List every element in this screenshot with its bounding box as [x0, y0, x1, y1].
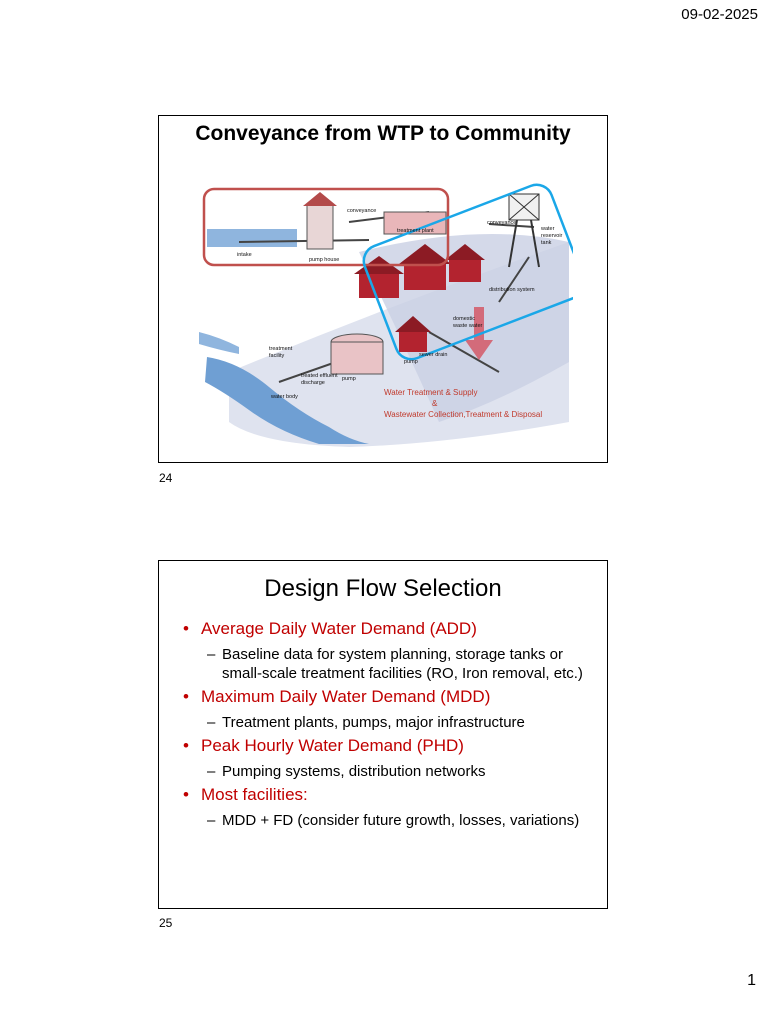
label-water-body: water body	[270, 394, 298, 400]
label-facility: facility	[269, 353, 285, 359]
label-intake: intake	[237, 252, 252, 258]
bullet-dot-icon: •	[183, 785, 189, 804]
bullet-heading: Most facilities:	[201, 785, 308, 804]
dash-icon: –	[207, 646, 216, 663]
water-body-shape	[205, 357, 369, 444]
slide-number-24: 24	[159, 471, 173, 485]
dash-icon: –	[207, 714, 216, 731]
label-waste-water: waste water	[452, 323, 483, 329]
slide-title: Conveyance from WTP to Community	[195, 122, 571, 145]
label-treatment: treatment	[269, 346, 293, 352]
bullet-heading: Maximum Daily Water Demand (MDD)	[201, 687, 491, 706]
list-item: • Most facilities: –MDD + FD (consider fu…	[183, 785, 587, 830]
label-conveyance-top: conveyance	[347, 208, 376, 214]
water-tower-leg-2	[530, 219, 540, 268]
document-date: 09-02-2025	[681, 6, 758, 23]
label-conveyance-right: conveyance	[487, 220, 516, 226]
conveyance-highlight-red	[202, 187, 450, 267]
bullet-heading: Average Daily Water Demand (ADD)	[201, 619, 477, 638]
label-distribution-system: distribution system	[489, 287, 535, 293]
label-discharge: discharge	[301, 380, 325, 386]
label-reservoir: reservoir	[541, 233, 563, 239]
bullet-sub: Baseline data for system planning, stora…	[222, 646, 583, 682]
pipe-sewer	[428, 331, 500, 373]
pipe-distribution	[498, 256, 530, 303]
water-tower-leg	[508, 219, 518, 268]
water-body-upper	[199, 332, 239, 354]
water-tower-brace-2	[508, 193, 540, 221]
list-item: • Peak Hourly Water Demand (PHD) –Pumping…	[183, 736, 587, 781]
dash-icon: –	[207, 763, 216, 780]
label-pump-bottom: pump	[342, 376, 356, 382]
bullet-dot-icon: •	[183, 619, 189, 638]
pipe-intake	[238, 239, 370, 243]
label-domestic: domestic	[453, 316, 475, 322]
intake-water	[207, 229, 297, 247]
page-number: 1	[747, 972, 756, 989]
bullet-dot-icon: •	[183, 736, 189, 755]
dash-icon: –	[207, 812, 216, 829]
label-water: water	[540, 226, 555, 232]
label-pump-small: pump	[404, 359, 418, 365]
bullet-list: •Average Daily Water Demand (ADD) –Basel…	[183, 619, 587, 834]
slide-number-25: 25	[159, 916, 173, 930]
label-sewer-drain: sewer drain	[419, 352, 447, 358]
label-pump-house: pump house	[309, 257, 339, 263]
pump-house-roof	[303, 192, 337, 206]
slide-25: Design Flow Selection • Average Daily Wat…	[158, 560, 608, 909]
water-system-diagram: conveyance treatment plant intake pump h…	[199, 183, 573, 447]
caption-line-1: Water Treatment & Supply	[384, 388, 478, 397]
bullet-dot-icon: •	[183, 687, 189, 706]
list-item: • Average Daily Water Demand (ADD) –Basel…	[183, 619, 587, 683]
treatment-plant-tanks	[383, 211, 447, 235]
pump-house-building	[306, 203, 334, 250]
houses	[354, 244, 485, 352]
bullet-sub: Treatment plants, pumps, major infrastru…	[222, 714, 525, 731]
distribution-highlight-blue	[362, 183, 573, 361]
caption-line-2: &	[432, 399, 438, 408]
list-item: • Maximum Daily Water Demand (MDD) –Treat…	[183, 687, 587, 732]
treatment-facility-tank	[330, 341, 384, 375]
pipe-to-tank	[488, 223, 535, 228]
slide-24: Conveyance from WTP to Community	[158, 115, 608, 463]
slide-title: Design Flow Selection	[264, 575, 502, 602]
label-tank: tank	[541, 240, 552, 246]
label-treated-effluent: treated effluent	[301, 373, 338, 379]
bullet-sub: Pumping systems, distribution networks	[222, 763, 486, 780]
bullet-heading: Peak Hourly Water Demand (PHD)	[201, 736, 464, 755]
label-treatment-plant: treatment plant	[397, 228, 434, 234]
caption-line-3: Wastewater Collection,Treatment & Dispos…	[384, 410, 542, 419]
bullet-sub: MDD + FD (consider future growth, losses…	[222, 812, 580, 829]
